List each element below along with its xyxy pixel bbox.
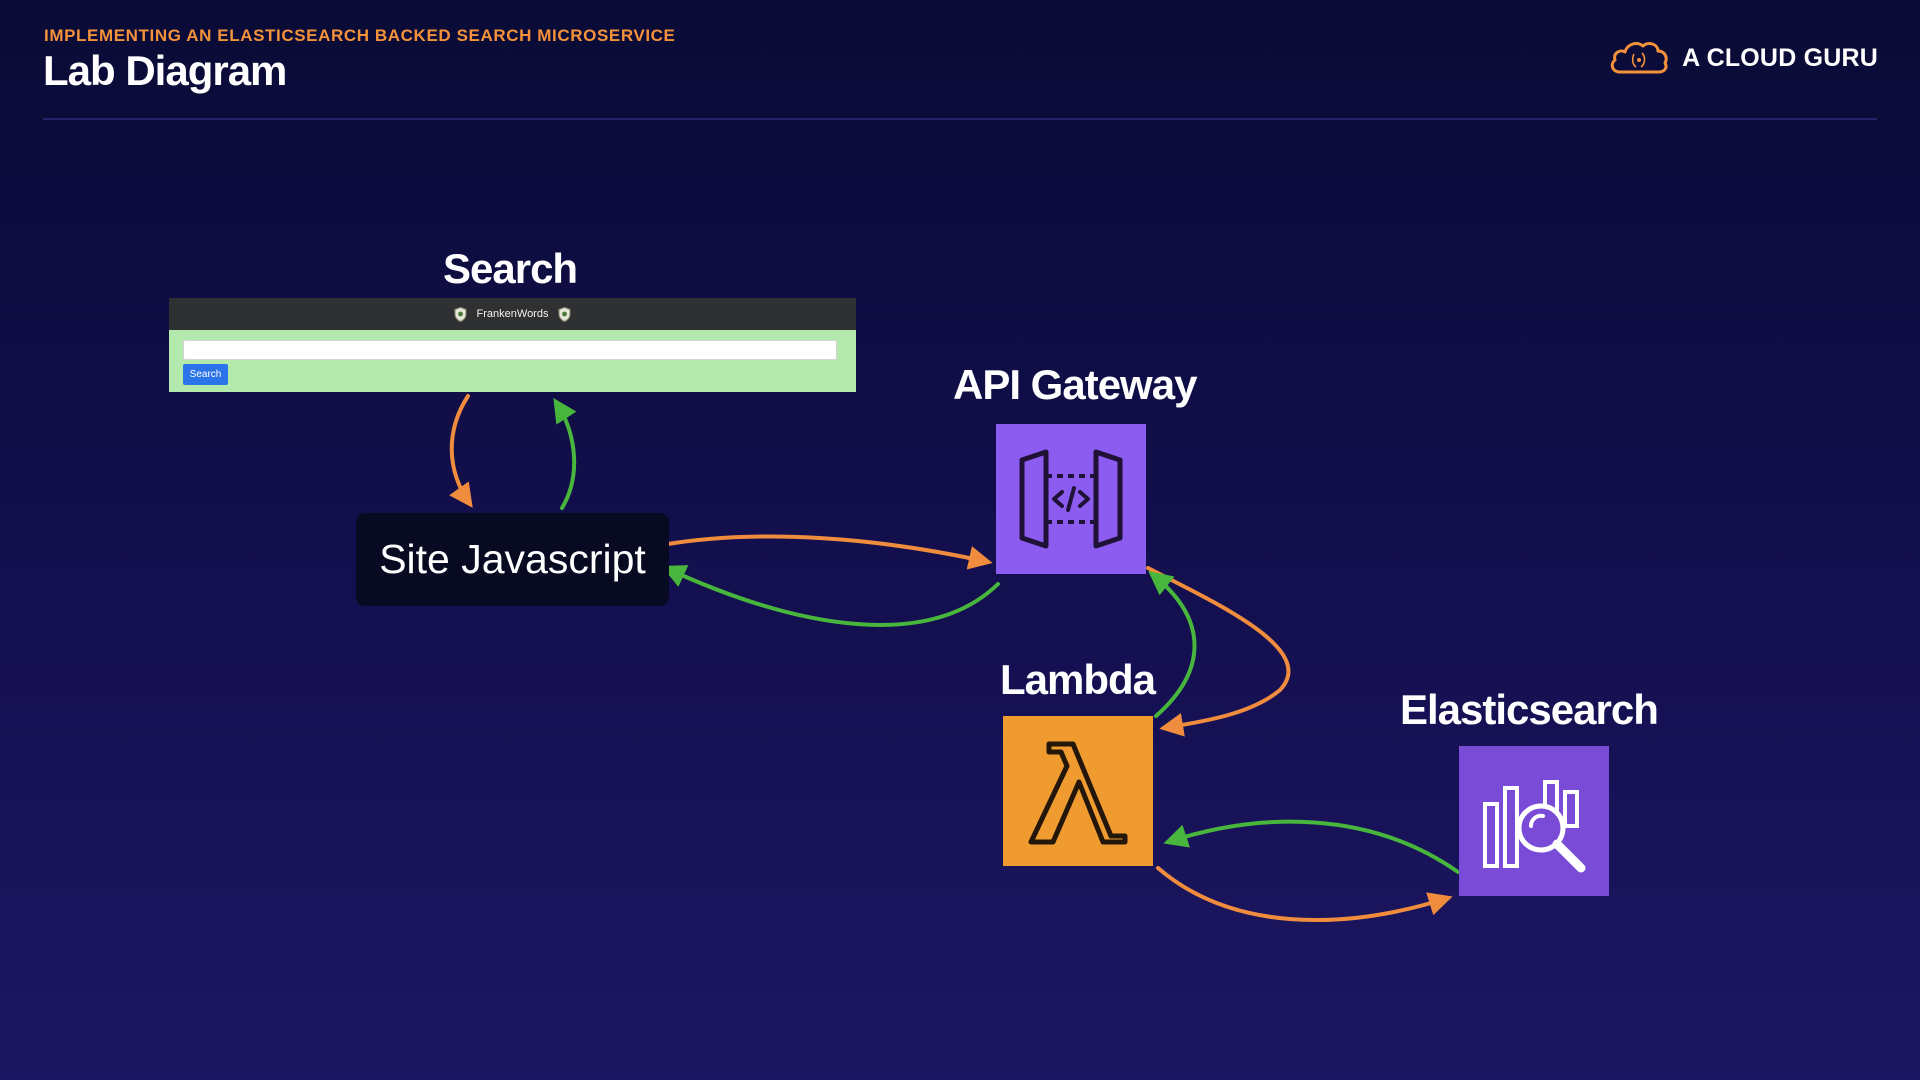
edge-lambda-to-apigateway bbox=[1148, 571, 1197, 718]
site-javascript-box: Site Javascript bbox=[356, 513, 669, 606]
search-mockup: FrankenWords Search bbox=[169, 298, 856, 392]
edge-apigateway-to-lambda bbox=[1146, 566, 1291, 737]
site-javascript-label: Site Javascript bbox=[379, 536, 646, 582]
edge-search-to-sitejs bbox=[449, 394, 473, 508]
api-gateway-label: API Gateway bbox=[953, 361, 1197, 408]
site-navbar: FrankenWords bbox=[169, 298, 856, 330]
edge-elasticsearch-to-lambda bbox=[1163, 819, 1460, 874]
header-eyebrow: IMPLEMENTING AN ELASTICSEARCH BACKED SEA… bbox=[44, 26, 676, 45]
header-divider bbox=[43, 118, 1877, 120]
search-label: Search bbox=[443, 245, 578, 292]
search-input[interactable] bbox=[183, 340, 837, 360]
shield-icon bbox=[558, 306, 571, 322]
edge-lambda-to-elasticsearch bbox=[1156, 866, 1453, 922]
site-name: FrankenWords bbox=[476, 308, 549, 320]
edge-apigateway-to-sitejs bbox=[661, 565, 1000, 627]
brand-logo: A CLOUD GURU bbox=[1608, 38, 1878, 78]
lambda-icon bbox=[1003, 716, 1153, 866]
api-gateway-tile bbox=[996, 424, 1146, 574]
cloud-logo-icon bbox=[1610, 42, 1668, 74]
brand-name: A CLOUD GURU bbox=[1682, 43, 1878, 72]
lambda-label: Lambda bbox=[1000, 656, 1156, 703]
elasticsearch-label: Elasticsearch bbox=[1400, 686, 1659, 733]
edge-sitejs-to-apigateway bbox=[660, 534, 993, 570]
shield-icon bbox=[454, 306, 467, 322]
api-gateway-icon bbox=[996, 424, 1146, 574]
edge-sitejs-to-search bbox=[553, 397, 577, 510]
search-button[interactable]: Search bbox=[183, 364, 228, 385]
elasticsearch-tile bbox=[1459, 746, 1609, 896]
lambda-tile bbox=[1003, 716, 1153, 866]
elasticsearch-icon bbox=[1459, 746, 1609, 896]
page-title: Lab Diagram bbox=[43, 47, 287, 94]
